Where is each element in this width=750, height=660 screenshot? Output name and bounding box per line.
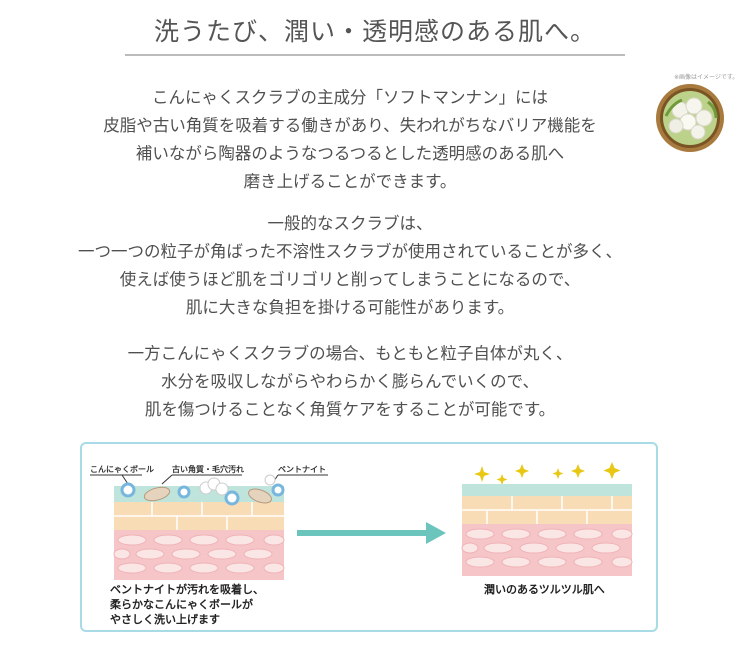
scrub-diagram: こんにゃくボール 古い角質・毛穴汚れ ベントナイト <box>80 442 658 632</box>
label-bentonite: ベントナイト <box>278 465 326 474</box>
paragraph-line: 一般的なスクラブは、 <box>267 214 433 233</box>
paragraph-line: 磨き上げることができます。 <box>243 172 457 191</box>
image-note: ※画像はイメージです。 <box>674 74 739 81</box>
paragraph-1: こんにゃくスクラブの主成分「ソフトマンナン」には 皮脂や古い角質を吸着する働きが… <box>0 84 700 196</box>
caption-line: やさしく洗い上げます <box>110 613 220 626</box>
label-old-keratin: 古い角質・毛穴汚れ <box>172 465 244 474</box>
paragraph-3: 一方こんにゃくスクラブの場合、もともと粒子自体が丸く、 水分を吸収しながらやわら… <box>0 340 700 424</box>
paragraph-line: こんにゃくスクラブの主成分「ソフトマンナン」には <box>152 88 548 107</box>
before-caption: ベントナイトが汚れを吸着し、 柔らかなこんにゃくボールが やさしく洗い上げます <box>110 582 264 627</box>
page-heading: 洗うたび、潤い・透明感のある肌へ。 <box>153 17 596 46</box>
after-caption: 潤いのあるツルツル肌へ <box>484 583 605 596</box>
paragraph-line: 肌に大きな負担を掛ける可能性があります。 <box>185 298 515 317</box>
konjac-basket-image <box>656 84 724 152</box>
paragraph-line: 補いながら陶器のようなつるつるとした透明感のある肌へ <box>135 144 565 163</box>
heading-divider <box>125 54 625 56</box>
paragraph-line: 水分を吸収しながらやわらかく膨らんでいくので、 <box>160 372 539 391</box>
sparkle-icon <box>474 462 621 485</box>
paragraph-line: 一方こんにゃくスクラブの場合、もともと粒子自体が丸く、 <box>127 344 573 363</box>
paragraph-line: 一つ一つの粒子が角ばった不溶性スクラブが使用されていることが多く、 <box>77 242 622 261</box>
paragraph-2: 一般的なスクラブは、 一つ一つの粒子が角ばった不溶性スクラブが使用されていること… <box>0 210 700 322</box>
paragraph-line: 使えば使うほど肌をゴリゴリと削ってしまうことになるので、 <box>119 270 581 289</box>
skin-after-icon <box>461 484 633 576</box>
caption-line: 柔らかなこんにゃくボールが <box>110 598 253 611</box>
diagram-illustration <box>90 462 633 580</box>
right-arrow-icon <box>297 522 446 544</box>
caption-line: ベントナイトが汚れを吸着し、 <box>110 583 264 596</box>
skin-before-icon <box>113 474 285 580</box>
product-photo: ※画像はイメージです。 <box>652 72 738 152</box>
label-konjac-ball: こんにゃくボール <box>90 465 154 474</box>
paragraph-line: 皮脂や古い角質を吸着する働きがあり、失われがちなバリア機能を <box>103 116 597 135</box>
paragraph-line: 肌を傷つけることなく角質ケアをすることが可能です。 <box>144 400 556 419</box>
